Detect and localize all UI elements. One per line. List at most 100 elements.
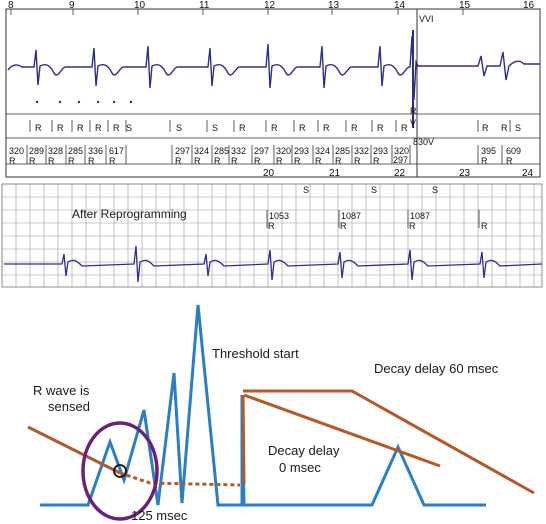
svg-text:R: R xyxy=(294,156,301,166)
marker-label: R xyxy=(239,123,246,133)
strip-2-frame xyxy=(1,183,543,288)
strip-2-r-label: R xyxy=(268,221,275,231)
strip-2-interval: 1087 xyxy=(341,211,361,221)
strip-2-marker: S xyxy=(371,185,377,195)
strip-1: 8 9 10 11 12 13 14 15 16 VVI xyxy=(5,0,541,179)
marker-label: R xyxy=(113,123,120,133)
ecg-trace-1 xyxy=(7,35,540,101)
interval-value: 324 xyxy=(315,146,330,156)
label-r-wave-1: R wave is xyxy=(33,383,90,398)
top-tick-label: 8 xyxy=(8,0,14,11)
interval-value: 332 xyxy=(354,146,369,156)
marker-label: S xyxy=(176,123,182,133)
svg-text:R: R xyxy=(373,156,380,166)
svg-text:R: R xyxy=(315,156,322,166)
interval-value: 395 xyxy=(481,146,496,156)
svg-text:R: R xyxy=(354,156,361,166)
strip-1-frame xyxy=(5,8,541,178)
svg-text:R: R xyxy=(254,156,261,166)
interval-value: 320 xyxy=(394,146,409,156)
marker-label: R xyxy=(323,123,330,133)
threshold-line-0ms xyxy=(27,393,441,485)
strip-2-marker: S xyxy=(303,185,309,195)
strip-2-r-label: R xyxy=(481,221,488,231)
strip-2-r-label: R xyxy=(340,221,347,231)
top-tick-label: 10 xyxy=(134,0,146,11)
bottom-tick-label: 23 xyxy=(459,168,471,179)
bottom-ticks: 20 21 22 23 24 xyxy=(263,168,534,179)
marker-ticks xyxy=(29,120,511,132)
event-interval-label: 830V xyxy=(413,137,434,147)
svg-text:R: R xyxy=(231,156,238,166)
bottom-tick-label: 21 xyxy=(329,168,341,179)
marker-label: R xyxy=(271,123,278,133)
marker-label: S xyxy=(515,123,521,133)
event-marker-label: R xyxy=(410,106,417,116)
interval-value: 320 xyxy=(9,146,24,156)
sensed-dots xyxy=(35,100,133,104)
sensing-diagram: Threshold start Decay delay 60 msec R wa… xyxy=(27,304,535,523)
signal-waveform xyxy=(40,304,486,507)
svg-text:R: R xyxy=(9,156,16,166)
svg-text:R: R xyxy=(335,156,342,166)
svg-text:R: R xyxy=(214,156,221,166)
mode-label: VVI xyxy=(419,14,434,24)
marker-label: R xyxy=(482,123,489,133)
marker-label: R xyxy=(377,123,384,133)
top-tick-marks xyxy=(10,9,464,15)
interval-value: 285 xyxy=(214,146,229,156)
interval-value: 297 xyxy=(393,155,408,165)
svg-text:R: R xyxy=(48,156,55,166)
interval-value: 289 xyxy=(29,146,44,156)
interval-value: 285 xyxy=(335,146,350,156)
interval-value: 297 xyxy=(254,146,269,156)
top-tick-label: 16 xyxy=(523,0,535,11)
strip-2-interval-bars xyxy=(266,210,480,228)
svg-text:R: R xyxy=(194,156,201,166)
marker-label: S xyxy=(126,123,132,133)
interval-value: 609 xyxy=(506,146,521,156)
strip-2-interval: 1053 xyxy=(269,211,289,221)
svg-text:R: R xyxy=(68,156,75,166)
svg-text:R: R xyxy=(481,156,488,166)
event-marker-label: V xyxy=(410,118,416,128)
marker-label: R xyxy=(57,123,64,133)
interval-value: 293 xyxy=(294,146,309,156)
label-decay-60: Decay delay 60 msec xyxy=(374,361,499,376)
strip-2: After Reprogramming S S S 1053 1087 1087… xyxy=(1,183,543,288)
label-r-wave-2: sensed xyxy=(48,399,90,414)
strip-2-interval: 1087 xyxy=(410,211,430,221)
svg-text:R: R xyxy=(109,156,116,166)
strip-2-title: After Reprogramming xyxy=(72,207,187,221)
marker-label: R xyxy=(501,123,508,133)
bottom-tick-label: 24 xyxy=(522,168,534,179)
interval-value: 324 xyxy=(194,146,209,156)
marker-label: S xyxy=(212,123,218,133)
marker-label: R xyxy=(299,123,306,133)
label-decay-0-1: Decay delay xyxy=(268,443,340,458)
threshold-dotted-line xyxy=(119,471,241,487)
interval-value: 285 xyxy=(68,146,83,156)
top-tick-label: 9 xyxy=(69,0,75,11)
label-decay-0-2: 0 msec xyxy=(279,460,321,475)
marker-label: R xyxy=(95,123,102,133)
interval-value: 617 xyxy=(109,146,124,156)
strip-2-marker: S xyxy=(432,185,438,195)
marker-label: R xyxy=(35,123,42,133)
top-ticks: 8 9 10 11 12 13 14 15 16 xyxy=(8,0,535,11)
ecg-trace-2 xyxy=(4,245,543,283)
svg-text:R: R xyxy=(506,156,513,166)
sensing-point xyxy=(113,464,127,478)
interval-value: 293 xyxy=(373,146,388,156)
strip-2-r-label: R xyxy=(409,221,416,231)
interval-value: 320 xyxy=(276,146,291,156)
marker-label: R xyxy=(401,123,408,133)
top-tick-label: 13 xyxy=(328,0,340,11)
marker-label: R xyxy=(351,123,358,133)
threshold-line-60ms xyxy=(243,389,535,495)
svg-text:R: R xyxy=(29,156,36,166)
top-tick-label: 11 xyxy=(199,0,210,11)
interval-value: 297 xyxy=(175,146,190,156)
interval-value: 328 xyxy=(48,146,63,156)
